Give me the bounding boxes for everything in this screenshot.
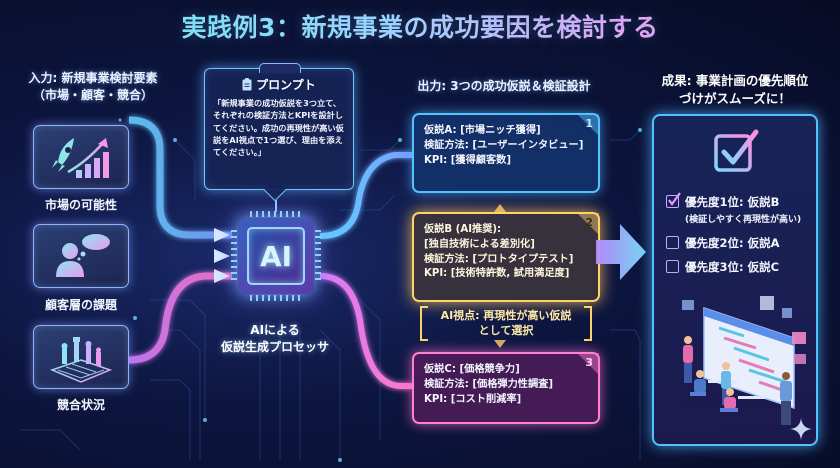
input-heading: 入力: 新規事業検討要素 （市場・顧客・競合）: [8, 70, 178, 104]
hypothesis-kpi: KPI: [コスト削減率]: [424, 393, 522, 405]
team-planning-illustration: [682, 296, 806, 425]
processor-caption-line1: AIによる: [250, 323, 300, 337]
input-heading-line1: 入力: 新規事業検討要素: [28, 71, 158, 85]
card-corner: [577, 114, 599, 136]
priority-label: 優先度2位: 仮説A: [685, 236, 780, 250]
result-heading-line2: づけがスムーズに！: [679, 91, 791, 107]
chip-label: AI: [259, 239, 293, 273]
hypothesis-title: 仮説B (AI推奨):: [424, 224, 502, 235]
hypothesis-kpi: KPI: [技術特許数, 試用満足度]: [424, 268, 570, 280]
input-label-market: 市場の可能性: [44, 198, 117, 212]
result-heading-line1: 成果: 事業計画の優先順位: [661, 73, 809, 88]
hypothesis-method: 検証方法: [プロトタイプテスト]: [424, 253, 574, 265]
result-heading: 成果: 事業計画の優先順位 づけがスムーズに！: [640, 72, 830, 108]
priority-label: 優先度3位: 仮説C: [685, 260, 780, 274]
checkbox-empty-icon: [666, 236, 679, 249]
output-heading: 出力: 3つの成功仮説＆検証設計: [417, 79, 591, 93]
person-thought-bubble-icon: [56, 234, 110, 277]
ai-view-callout: AI視点: 再現性が高い仮説 として選択: [420, 306, 592, 341]
prompt-title: プロンプト: [213, 76, 345, 93]
priority-item-2: 優先度2位: 仮説A: [666, 235, 780, 251]
hypothesis-title: 仮説A: [市場ニッチ獲得]: [424, 125, 541, 136]
processor-caption: AIによる 仮説生成プロセッサ: [200, 322, 350, 357]
prompt-text: 「新規事業の成功仮説を3つ立て、それぞれの検証方法とKPIを設計してください。成…: [213, 98, 344, 158]
hypothesis-number: 3: [585, 356, 593, 369]
processor-caption-line2: 仮説生成プロセッサ: [220, 340, 329, 355]
rocket-growth-chart-icon: [52, 138, 109, 178]
priority-text: 優先度1位: 仮説B (検証しやすく再現性が高い): [685, 194, 801, 225]
priority-sub: (検証しやすく再現性が高い): [685, 215, 802, 225]
hypothesis-kpi: KPI: [獲得顧客数]: [424, 154, 512, 166]
hypothesis-method: 検証方法: [ユーザーインタビュー]: [424, 139, 584, 151]
checkbox-checked-icon: [666, 192, 681, 208]
result-panel: 優先度1位: 仮説B (検証しやすく再現性が高い) 優先度2位: 仮説A 優先度…: [652, 114, 818, 446]
hypothesis-title: 仮説C: [価格競争力]: [424, 364, 520, 375]
chip-pins: [250, 295, 302, 301]
hypothesis-card-b: 2 仮説B (AI推奨): [独自技術による差別化] 検証方法: [プロトタイプ…: [412, 212, 600, 302]
checkbox-checked-icon: [714, 129, 759, 172]
chip-pins: [250, 211, 302, 217]
hypothesis-subtitle: [独自技術による差別化]: [424, 238, 535, 250]
chip-core: AI: [247, 227, 305, 285]
prompt-card: プロンプト 「新規事業の成功仮説を3つ立て、それぞれの検証方法とKPIを設計して…: [204, 63, 354, 202]
ai-view-line2: として選択: [478, 324, 534, 338]
input-card-market: [33, 125, 129, 189]
input-heading-line2: （市場・顧客・競合）: [32, 87, 153, 102]
chip-pins: [315, 230, 321, 282]
ai-view-line1: AI視点: 再現性が高い仮説: [440, 309, 572, 322]
card-corner: [577, 213, 599, 235]
card-corner: [577, 353, 599, 375]
chess-board-icon: [49, 337, 113, 383]
priority-item-1: 優先度1位: 仮説B (検証しやすく再現性が高い): [666, 192, 801, 225]
input-label-customer: 顧客層の課題: [44, 298, 117, 312]
clipboard-icon: [242, 78, 252, 91]
hypothesis-card-a: 1 仮説A: [市場ニッチ獲得] 検証方法: [ユーザーインタビュー] KPI:…: [412, 113, 600, 193]
ai-processor-chip: AI: [231, 211, 321, 301]
sparkle-icon: [790, 418, 812, 440]
input-card-customer: [33, 224, 129, 288]
clipboard-clip: [259, 63, 301, 73]
page-title: 実践例3：新規事業の成功要因を検討する: [0, 8, 840, 44]
hypothesis-card-c: 3 仮説C: [価格競争力] 検証方法: [価格弾力性調査] KPI: [コスト…: [412, 352, 600, 424]
hypothesis-method: 検証方法: [価格弾力性調査]: [424, 378, 553, 390]
chip-pins: [231, 230, 237, 282]
input-label-competition: 競合状況: [56, 398, 105, 412]
hypothesis-number: 2: [585, 216, 593, 229]
priority-label: 優先度1位: 仮説B: [685, 195, 780, 209]
input-card-competition: [33, 325, 129, 389]
prompt-title-text: プロンプト: [256, 78, 316, 92]
priority-item-3: 優先度3位: 仮説C: [666, 259, 779, 275]
arrow-right-icon: [596, 224, 646, 280]
checkbox-empty-icon: [666, 260, 679, 273]
hypothesis-number: 1: [585, 117, 593, 130]
